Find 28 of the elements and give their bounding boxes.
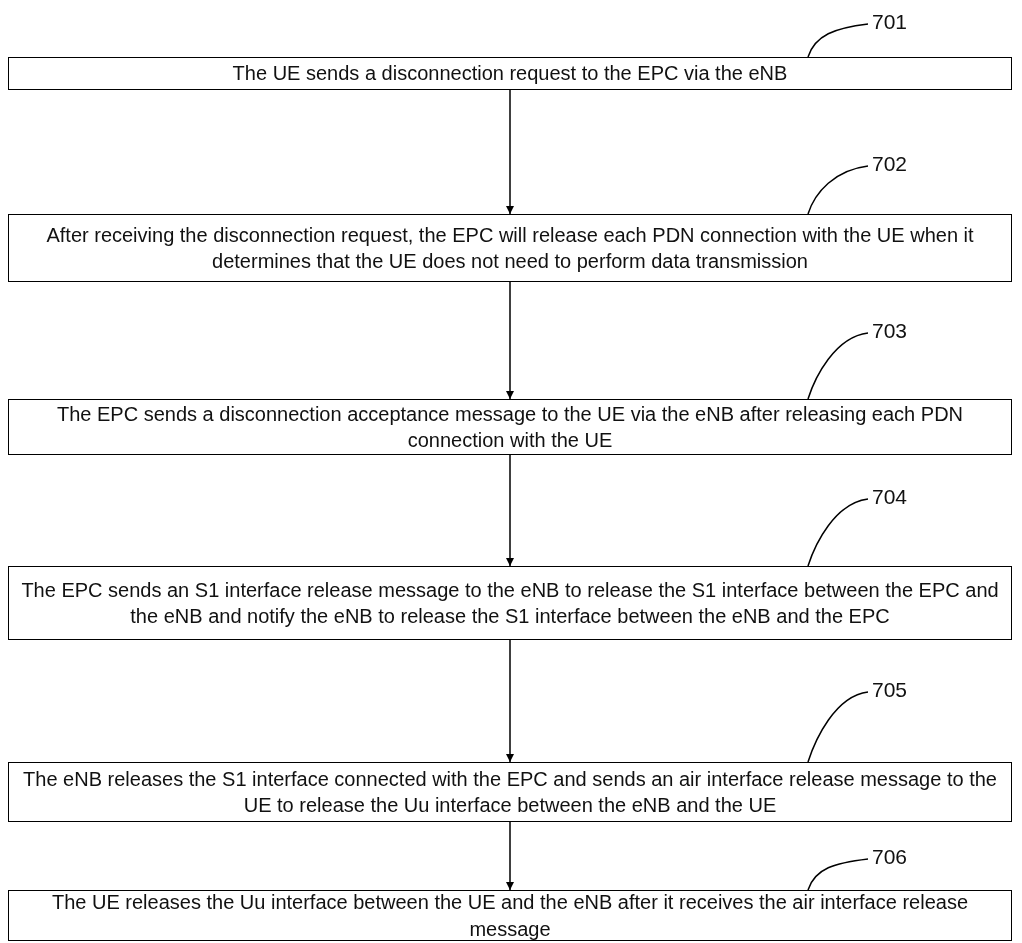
leader-line <box>807 498 869 567</box>
leader-line <box>807 858 869 891</box>
leader-line <box>807 165 869 215</box>
arrow <box>506 454 514 567</box>
arrow <box>506 281 514 400</box>
step-number: 701 <box>872 8 920 36</box>
step-number: 703 <box>872 317 920 345</box>
step-text: The EPC sends a disconnection acceptance message to the UE via the eNB after releasing each PDN connection with the UE <box>55 401 965 453</box>
process-box <box>8 57 1012 90</box>
step-text: The UE releases the Uu interface between the UE and the eNB after it receives the air interface release message <box>50 890 969 942</box>
leader-line <box>807 23 869 58</box>
process-box <box>8 566 1012 640</box>
step-number: 706 <box>872 843 920 871</box>
leader-line <box>807 691 869 763</box>
step-text: The EPC sends an S1 interface release message to the eNB to release the S1 interface between the EPC and the eNB and notify the eNB to release the S1 interface between the eNB and the EPC <box>20 577 1000 629</box>
arrow <box>506 639 514 763</box>
step-number: 704 <box>872 483 920 511</box>
step-text: The UE sends a disconnection request to the EPC via the eNB <box>232 61 788 87</box>
step-number: 705 <box>872 676 920 704</box>
process-box <box>8 214 1012 282</box>
step-text: After receiving the disconnection request, the EPC will release each PDN connection with the UE when it determines that the UE does not need to perform data transmission <box>45 222 975 274</box>
leader-line <box>807 332 869 400</box>
arrow <box>506 89 514 215</box>
arrow <box>506 821 514 891</box>
process-box <box>8 399 1012 455</box>
step-number: 702 <box>872 150 920 178</box>
process-box <box>8 762 1012 822</box>
step-text: The eNB releases the S1 interface connected with the EPC and sends an air interface release message to the UE to release the Uu interface between the eNB and the UE <box>22 766 998 818</box>
